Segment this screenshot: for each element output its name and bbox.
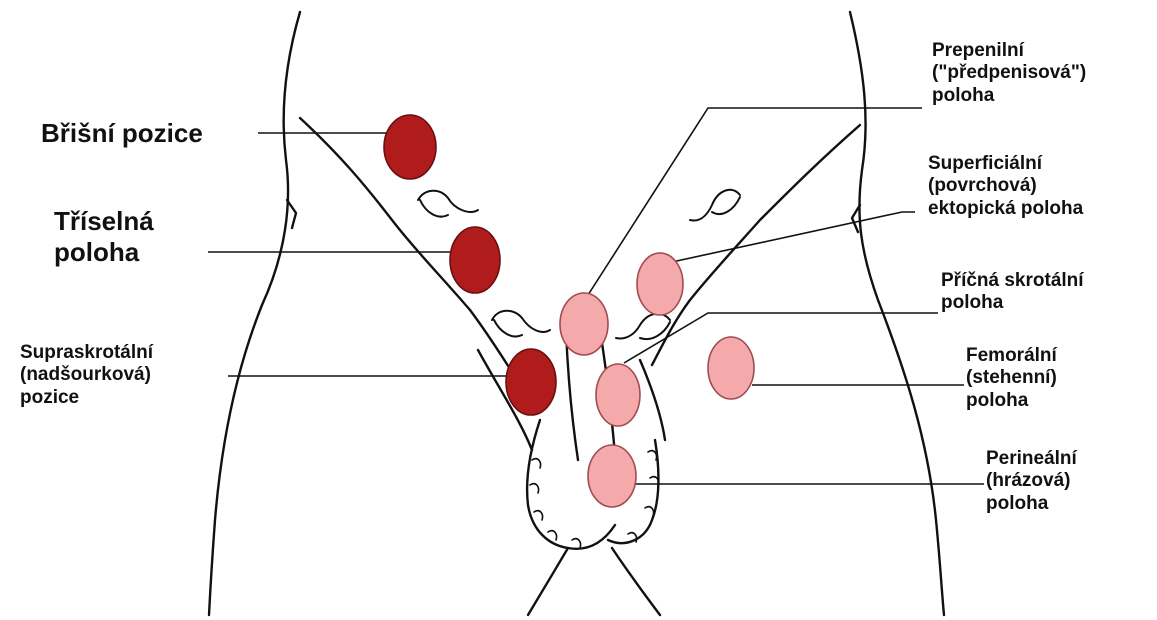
label-perineal: Perineální (hrázová) poloha (986, 448, 1077, 515)
label-line: Prepenilní (932, 40, 1086, 62)
suprascrotal-testis (506, 349, 556, 415)
label-line: pozice (20, 387, 153, 409)
right-lower-ring (616, 314, 670, 339)
superficial-testis (637, 253, 683, 315)
label-groin-position: Tříselná poloha (54, 206, 154, 267)
right-leg-inner (612, 548, 660, 615)
left-leg-inner (528, 548, 568, 615)
label-line: ektopická poloha (928, 198, 1083, 220)
label-line: poloha (54, 237, 154, 268)
label-line: ("předpenisová") (932, 62, 1086, 84)
prepenile-testis (560, 293, 608, 355)
label-line: Perineální (986, 448, 1077, 470)
transverse-scrotal-testis (596, 364, 640, 426)
label-line: (hrázová) (986, 470, 1077, 492)
label-superficial: Superficiální (povrchová) ektopická polo… (928, 153, 1083, 220)
label-line: poloha (966, 390, 1057, 412)
left-torso-line (209, 12, 300, 615)
label-line: Superficiální (928, 153, 1083, 175)
label-line: Břišní pozice (41, 118, 203, 149)
ectopic-markers (560, 253, 754, 507)
label-line: (povrchová) (928, 175, 1083, 197)
label-line: Příčná skrotální (941, 270, 1084, 292)
right-thigh-inner (640, 360, 665, 440)
right-inguinal-fold (652, 125, 860, 365)
leader-superficial (672, 212, 915, 262)
leader-lines (208, 108, 984, 484)
label-suprascrotal: Supraskrotální (nadšourková) pozice (20, 342, 153, 409)
right-upper-ring (690, 190, 740, 221)
testis-markers (384, 115, 556, 415)
belly-testis (384, 115, 436, 179)
label-line: poloha (932, 85, 1086, 107)
label-femoral: Femorální (stehenní) poloha (966, 345, 1057, 412)
label-transverse-scrotal: Příčná skrotální poloha (941, 270, 1084, 315)
label-line: Femorální (966, 345, 1057, 367)
label-line: Supraskrotální (20, 342, 153, 364)
perineal-testis (588, 445, 636, 507)
femoral-testis (708, 337, 754, 399)
label-line: poloha (941, 292, 1084, 314)
label-line: Tříselná (54, 206, 154, 237)
label-line: poloha (986, 493, 1077, 515)
label-prepenile: Prepenilní ("předpenisová") poloha (932, 40, 1086, 107)
label-belly-position: Břišní pozice (41, 118, 203, 149)
leader-prepenile (588, 108, 922, 295)
left-upper-ring (418, 191, 478, 217)
label-line: (nadšourková) (20, 364, 153, 386)
label-line: (stehenní) (966, 367, 1057, 389)
left-lower-ring (492, 311, 550, 337)
groin-testis (450, 227, 500, 293)
